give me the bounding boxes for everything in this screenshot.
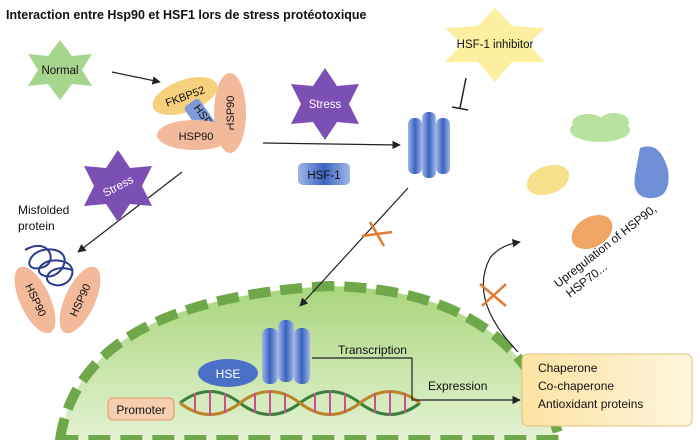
promoter-label: Promoter [116,403,165,417]
inhibition-x-feedback [479,283,507,307]
hse: HSE [198,359,258,387]
product-co-chaperone: Co-chaperone [538,379,614,393]
product-chaperone: Chaperone [538,361,598,375]
upregulation-label-1: Upregulation of HSP90, [551,202,659,291]
trimer-to-nucleus-arrow [299,187,409,307]
hsp90-c-ellipse [14,266,56,334]
hsp90-pair-misfolded: HSP90 HSP90 [14,266,101,334]
complex-to-trimer-arrow [262,140,401,150]
product-box: Chaperone Co-chaperone Antioxidant prote… [521,353,693,427]
normal-star: Normal [28,40,92,100]
promoter-box: Promoter [107,397,175,421]
hsf1-inhibitor-star: HSF-1 inhibitor [445,8,545,82]
normal-label: Normal [41,65,78,77]
stress-star-left: Stress [84,150,152,222]
inhibition-x-center [361,221,393,247]
feedback-arrow [482,238,521,353]
hsf1-trimer-bound [262,320,310,384]
transcription-arrow: Transcription [312,343,412,359]
diagram-title: Interaction entre Hsp90 et HSF1 lors de … [6,8,367,22]
orange-protein [571,214,613,250]
normal-to-complex-arrow [111,71,161,85]
misfolded-label-1: Misfolded [18,203,69,217]
hsf1-trimer-top [408,112,450,178]
transcription-label: Transcription [338,343,407,357]
hsp90-vertical-label: HSP90 [225,96,237,131]
hsf1-free: HSF-1 [298,163,350,185]
hsp90-d-ellipse [59,266,101,334]
hsp90-horizontal-ellipse [157,120,233,150]
stress-center-label: Stress [309,99,342,111]
misfolded-label-2: protein [18,219,55,233]
inhibitor-tbar [451,77,469,111]
expression-arrow: Expression [411,358,521,405]
cloud-protein-c [599,113,629,131]
hsp90-horizontal-label: HSP90 [179,131,214,143]
hse-label: HSE [216,367,241,381]
hsf1-free-label: HSF-1 [307,170,340,182]
stress-star-center: Stress [291,68,359,140]
misfolded-protein-squiggle [24,244,74,287]
product-antioxidant: Antioxidant proteins [538,397,643,411]
blue-protein [634,146,669,199]
expression-label: Expression [428,379,487,393]
hsf1-inhibitor-label: HSF-1 inhibitor [457,39,534,51]
dna-helix [179,390,421,416]
upregulated-proteins [526,113,669,250]
cloud-protein-b [572,114,604,132]
hsp90-complex: FKBP52 HSP90 HSF-1 HSP90 [152,73,246,153]
yellow-protein [526,164,570,196]
complex-to-misfolded-arrow [77,171,183,253]
